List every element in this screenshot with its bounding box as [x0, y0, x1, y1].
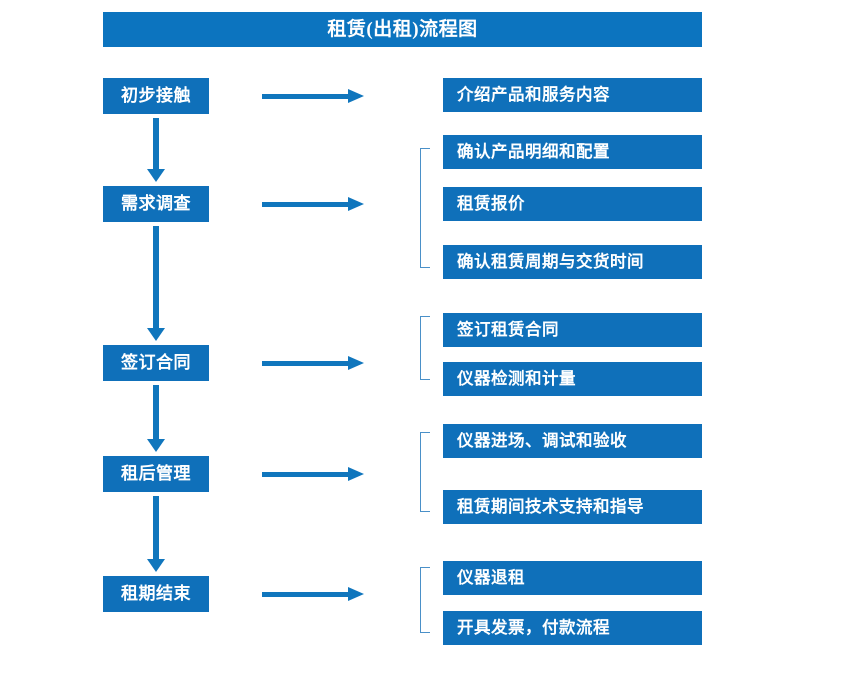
vertical-arrow-contact-to-survey: [147, 118, 165, 182]
detail-box-instrument-installation[interactable]: 仪器进场、调试和验收: [443, 424, 702, 458]
horizontal-arrow-post-rent-management: [262, 467, 364, 481]
detail-box-confirm-lease-period[interactable]: 确认租赁周期与交货时间: [443, 245, 702, 279]
stage-box-initial-contact[interactable]: 初步接触: [103, 78, 209, 114]
vertical-arrow-survey-to-contract: [147, 226, 165, 341]
horizontal-arrow-lease-end: [262, 587, 364, 601]
detail-box-invoice-payment[interactable]: 开具发票，付款流程: [443, 611, 702, 645]
horizontal-arrow-needs-survey: [262, 197, 364, 211]
horizontal-arrow-initial-contact: [262, 89, 364, 103]
detail-box-instrument-return[interactable]: 仪器退租: [443, 561, 702, 595]
vertical-arrow-management-to-end: [147, 496, 165, 572]
group-bracket-lease-end: [420, 567, 430, 633]
group-bracket-sign-contract: [420, 316, 430, 380]
group-bracket-post-rent-management: [420, 432, 430, 512]
group-bracket-needs-survey: [420, 148, 430, 268]
stage-box-needs-survey[interactable]: 需求调查: [103, 186, 209, 222]
stage-box-sign-contract[interactable]: 签订合同: [103, 345, 209, 381]
detail-box-rental-quotation[interactable]: 租赁报价: [443, 187, 702, 221]
detail-box-instrument-inspection[interactable]: 仪器检测和计量: [443, 362, 702, 396]
stage-box-lease-end[interactable]: 租期结束: [103, 576, 209, 612]
horizontal-arrow-sign-contract: [262, 356, 364, 370]
detail-box-confirm-product-details[interactable]: 确认产品明细和配置: [443, 135, 702, 169]
stage-box-post-rent-management[interactable]: 租后管理: [103, 456, 209, 492]
detail-box-sign-lease-contract[interactable]: 签订租赁合同: [443, 313, 702, 347]
detail-box-introduce-products[interactable]: 介绍产品和服务内容: [443, 78, 702, 112]
vertical-arrow-contract-to-management: [147, 385, 165, 452]
detail-box-technical-support[interactable]: 租赁期间技术支持和指导: [443, 490, 702, 524]
page-title: 租赁(出租)流程图: [103, 12, 702, 47]
